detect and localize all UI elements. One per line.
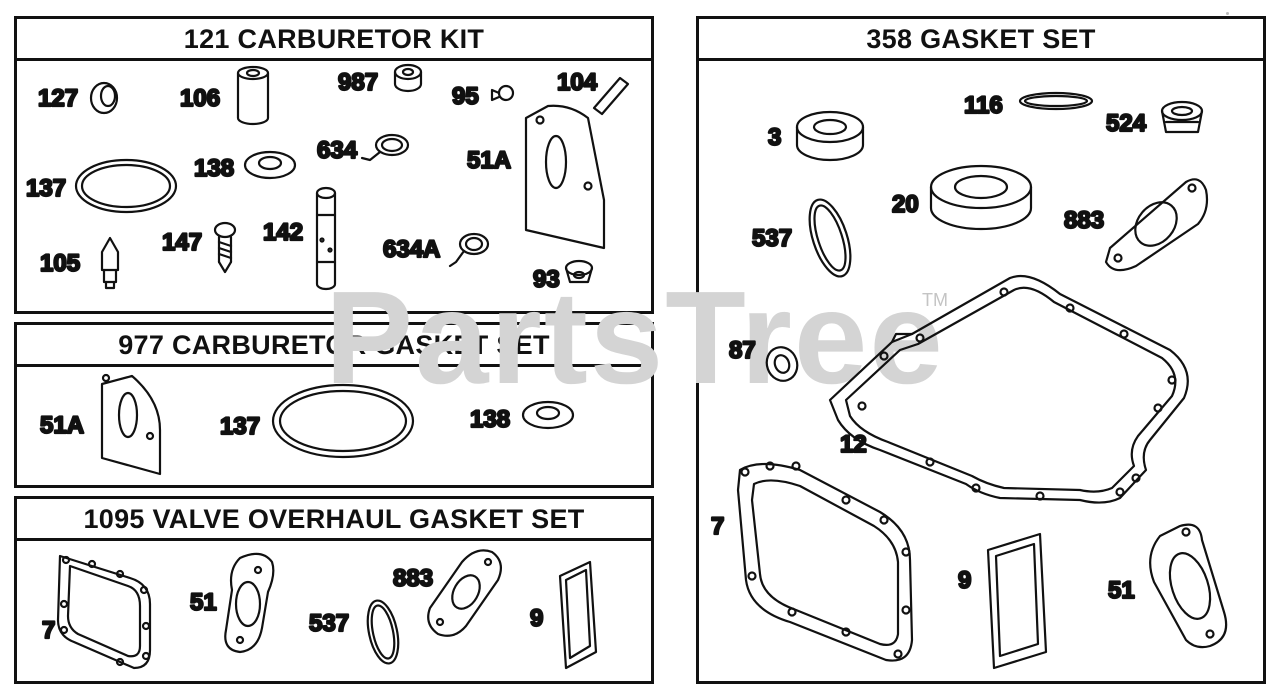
part-20-oil-seal <box>929 164 1033 231</box>
part-label: 537 <box>752 225 792 252</box>
panel-title: 121 CARBURETOR KIT <box>17 19 651 61</box>
trademark-symbol: TM <box>922 290 948 310</box>
part-138-washer <box>521 400 575 430</box>
part-537-ring <box>808 198 852 278</box>
part-label: 9 <box>958 567 971 594</box>
part-634-spring <box>360 133 410 162</box>
part-987-bushing <box>393 63 423 93</box>
part-127-washer <box>89 81 119 115</box>
part-label: 7 <box>711 513 724 540</box>
part-label: 138 <box>470 406 510 433</box>
part-label: 116 <box>964 92 1003 119</box>
panel-carburetor-gasket-set: 977 CARBURETOR GASKET SET <box>14 322 654 488</box>
part-137-o-ring <box>74 158 178 214</box>
part-7-head-gasket <box>736 461 914 662</box>
part-label: 51A <box>40 412 84 439</box>
part-9-gasket <box>986 532 1048 670</box>
part-883-gasket <box>1104 178 1209 272</box>
part-537-ring <box>366 599 400 665</box>
part-7-head-gasket <box>56 554 152 670</box>
part-label: 987 <box>338 69 378 96</box>
part-116-o-ring <box>1018 91 1094 111</box>
part-label: 137 <box>26 175 66 202</box>
part-138-washer <box>243 150 297 180</box>
part-147-screw <box>213 221 237 274</box>
part-3-oil-seal <box>795 110 865 162</box>
part-51a-gasket-plate <box>100 373 162 476</box>
part-137-o-ring <box>271 383 415 459</box>
part-label: 634A <box>383 236 440 263</box>
part-label: 51 <box>1108 577 1135 604</box>
part-label: 147 <box>162 229 202 256</box>
part-87-seal <box>765 346 799 382</box>
part-105-needle-valve <box>100 236 120 290</box>
part-51-gasket <box>224 552 275 654</box>
part-label: 20 <box>892 191 919 218</box>
panel-title: 977 CARBURETOR GASKET SET <box>17 325 651 367</box>
part-9-gasket <box>558 560 598 670</box>
panel-title: 1095 VALVE OVERHAUL GASKET SET <box>17 499 651 541</box>
speck <box>1226 12 1229 15</box>
part-104-pin <box>592 76 630 116</box>
part-label: 137 <box>220 413 260 440</box>
part-label: 104 <box>557 69 598 96</box>
part-12-crankcase-gasket <box>828 274 1189 504</box>
part-634a-spring <box>448 232 490 268</box>
part-label: 634 <box>317 137 358 164</box>
part-label: 524 <box>1106 110 1147 137</box>
part-label: 7 <box>42 617 55 644</box>
part-label: 95 <box>452 83 479 110</box>
part-142-tube <box>315 186 337 291</box>
panel-title: 358 GASKET SET <box>699 19 1263 61</box>
part-93-plug <box>564 259 594 284</box>
part-51a-gasket-plate <box>524 104 606 250</box>
part-label: 3 <box>768 124 781 151</box>
part-label: 12 <box>840 431 867 458</box>
part-883-gasket <box>427 549 503 637</box>
part-label: 9 <box>530 605 543 632</box>
part-label: 138 <box>194 155 234 182</box>
part-95-screw <box>490 84 515 102</box>
part-label: 51A <box>467 147 511 174</box>
part-label: 87 <box>729 337 756 364</box>
part-label: 883 <box>1064 207 1104 234</box>
part-label: 127 <box>38 85 78 112</box>
part-106-sleeve <box>236 65 270 126</box>
part-524-plug <box>1160 100 1204 134</box>
part-label: 105 <box>40 250 80 277</box>
part-51-gasket <box>1149 523 1228 649</box>
part-label: 537 <box>309 610 349 637</box>
part-label: 142 <box>263 219 303 246</box>
part-label: 93 <box>533 266 560 293</box>
part-label: 51 <box>190 589 217 616</box>
part-label: 883 <box>393 565 433 592</box>
part-label: 106 <box>180 85 220 112</box>
